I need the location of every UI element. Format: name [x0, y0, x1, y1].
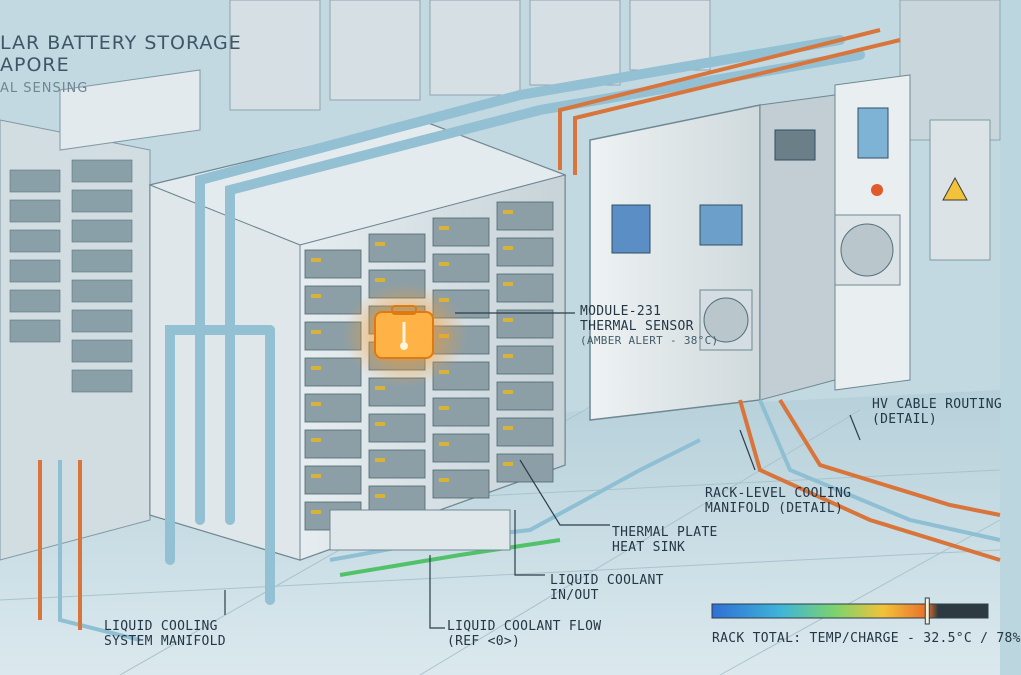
module-status-led	[439, 406, 449, 410]
callout-hv-cable-line2: (DETAIL)	[872, 411, 938, 427]
module-status-led	[439, 262, 449, 266]
temp-charge-legend	[711, 597, 989, 625]
battery-module	[496, 309, 554, 339]
callout-hv-cable-line1: HV CABLE ROUTING	[872, 397, 1003, 412]
battery-module	[496, 273, 554, 303]
callout-thermal-plate: THERMAL PLATE HEAT SINK	[612, 525, 718, 556]
battery-module	[432, 397, 490, 427]
legend-title: RACK TOTAL: TEMP/CHARGE - 32.5°C / 78%	[712, 631, 1021, 646]
callout-system-manifold: LIQUID COOLING SYSTEM MANIFOLD	[104, 619, 226, 650]
control-cabinets	[589, 74, 991, 421]
module-status-led	[311, 330, 321, 334]
legend-charge-marker	[924, 597, 930, 625]
module-status-led	[375, 386, 385, 390]
battery-module	[496, 201, 554, 231]
battery-module	[432, 433, 490, 463]
header-subtitle: AL SENSING	[0, 81, 89, 96]
callout-thermal-plate-line2: HEAT SINK	[612, 539, 686, 555]
module-status-led	[503, 390, 513, 394]
module-status-led	[311, 474, 321, 478]
battery-module	[496, 417, 554, 447]
module-status-led	[311, 258, 321, 262]
callout-coolant-inout-line2: IN/OUT	[550, 587, 599, 603]
header-title-line1: LAR BATTERY STORAGE	[0, 32, 242, 54]
battery-module	[368, 233, 426, 263]
callout-rack-manifold-line2: MANIFOLD (DETAIL)	[705, 500, 844, 516]
module-status-led	[503, 210, 513, 214]
callout-hv-cable: HV CABLE ROUTING (DETAIL)	[872, 397, 1003, 428]
battery-module	[304, 357, 362, 387]
battery-module	[304, 249, 362, 279]
callout-rack-manifold: RACK-LEVEL COOLING MANIFOLD (DETAIL)	[705, 486, 852, 517]
thermal-plate	[329, 509, 511, 551]
module-status-led	[503, 354, 513, 358]
module-status-led	[503, 426, 513, 430]
header-title-line2: APORE	[0, 54, 70, 76]
module-status-led	[503, 282, 513, 286]
battery-module	[496, 381, 554, 411]
module-231-alert	[343, 283, 467, 387]
callout-thermal-plate-line1: THERMAL PLATE	[612, 525, 718, 540]
module-status-led	[311, 294, 321, 298]
battery-module	[368, 449, 426, 479]
callout-system-manifold-line1: LIQUID COOLING	[104, 619, 218, 634]
background-racks	[229, 0, 1001, 141]
module-status-led	[375, 422, 385, 426]
battery-module	[304, 393, 362, 423]
module-status-led	[439, 442, 449, 446]
battery-module	[496, 345, 554, 375]
battery-module	[368, 485, 426, 515]
callout-coolant-flow-line1: LIQUID COOLANT FLOW	[447, 619, 602, 634]
callout-module-sensor: MODULE-231 THERMAL SENSOR (AMBER ALERT -…	[580, 304, 719, 348]
module-status-led	[311, 510, 321, 514]
battery-module	[432, 253, 490, 283]
leader-lines	[224, 312, 861, 629]
module-status-led	[375, 242, 385, 246]
module-status-led	[439, 226, 449, 230]
module-status-led	[503, 318, 513, 322]
hv-cables-top	[558, 28, 901, 175]
callout-module-sensor-line2: THERMAL SENSOR	[580, 318, 694, 334]
battery-module	[496, 237, 554, 267]
left-rack-bank	[0, 69, 201, 561]
callout-coolant-inout-line1: LIQUID COOLANT	[550, 573, 664, 588]
callout-system-manifold-line2: SYSTEM MANIFOLD	[104, 633, 226, 649]
module-status-led	[503, 246, 513, 250]
module-status-led	[311, 366, 321, 370]
battery-module	[368, 413, 426, 443]
callout-coolant-flow: LIQUID COOLANT FLOW (REF <0>)	[447, 619, 602, 650]
battery-module	[304, 429, 362, 459]
module-status-led	[375, 494, 385, 498]
battery-module	[304, 465, 362, 495]
module-status-led	[503, 462, 513, 466]
module-status-led	[375, 278, 385, 282]
module-status-led	[311, 438, 321, 442]
callout-module-sensor-line1: MODULE-231	[580, 304, 662, 319]
callout-module-sensor-line3: (AMBER ALERT - 38°C)	[580, 333, 719, 347]
coolant-pipes	[165, 35, 865, 605]
module-status-led	[375, 458, 385, 462]
callout-coolant-flow-line2: (REF <0>)	[447, 633, 521, 649]
callout-rack-manifold-line1: RACK-LEVEL COOLING	[705, 486, 852, 501]
module-status-led	[439, 478, 449, 482]
battery-module	[432, 217, 490, 247]
battery-module	[432, 469, 490, 499]
module-status-led	[311, 402, 321, 406]
callout-coolant-inout: LIQUID COOLANT IN/OUT	[550, 573, 664, 604]
